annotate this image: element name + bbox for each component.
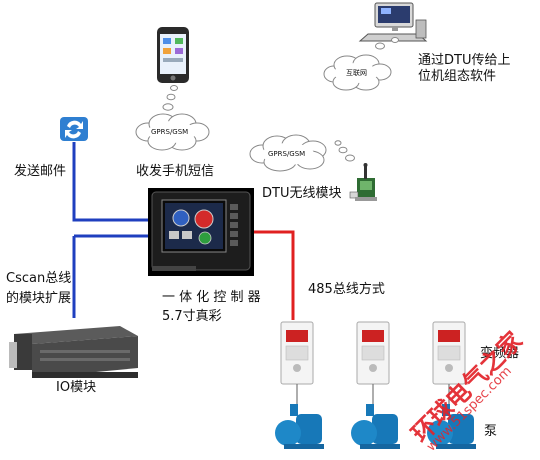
- label-controller-line2: 5.7寸真彩: [162, 309, 222, 324]
- computer-icon: [358, 2, 428, 42]
- label-inverter: 变频器: [480, 346, 520, 361]
- pump-2: [351, 404, 400, 449]
- io-module-image: [9, 326, 138, 378]
- label-cscan: Cscan总线 的模块扩展: [6, 269, 71, 309]
- cloud-label-gprs-right: GPRS/GSM: [268, 150, 306, 158]
- label-controller-line1: 一 体 化 控 制 器: [162, 290, 261, 305]
- label-send-email: 发送邮件: [14, 164, 67, 179]
- cloud-gprs-right: [249, 134, 327, 172]
- label-dtu-to-pc-line2: 位机组态软件: [418, 69, 497, 85]
- email-sync-icon: [60, 117, 88, 141]
- label-cscan-line1: Cscan总线: [6, 271, 72, 286]
- inverter-1: [280, 321, 314, 385]
- inverter-3: [432, 321, 466, 385]
- blue-bus-lines: [72, 142, 152, 318]
- label-dtu-module: DTU无线模块: [262, 186, 342, 201]
- pump-3: [427, 404, 476, 449]
- label-sms: 收发手机短信: [136, 164, 215, 179]
- rs485-line: [252, 230, 295, 320]
- cloud-internet: [323, 54, 392, 91]
- inverter-2: [356, 321, 390, 385]
- cloud-label-internet: 互联网: [346, 69, 367, 77]
- hmi-controller-image: [148, 188, 254, 276]
- label-io-module: IO模块: [56, 380, 97, 395]
- cloud-label-gprs-left: GPRS/GSM: [151, 128, 189, 136]
- cloud-gprs-left: [135, 113, 210, 151]
- label-cscan-line2: 的模块扩展: [6, 291, 72, 306]
- label-pump: 泵: [484, 424, 498, 439]
- mobile-phone-icon: [157, 27, 189, 83]
- bubble-dots: [162, 37, 399, 162]
- dtu-module-icon: [349, 163, 377, 201]
- pump-1: [275, 404, 324, 449]
- label-dtu-to-pc-line1: 通过DTU传给上: [418, 53, 511, 68]
- label-dtu-to-pc: 通过DTU传给上 位机组态软件: [418, 53, 510, 86]
- label-rs485: 485总线方式: [308, 282, 385, 297]
- label-controller: 一 体 化 控 制 器 5.7寸真彩: [162, 288, 261, 326]
